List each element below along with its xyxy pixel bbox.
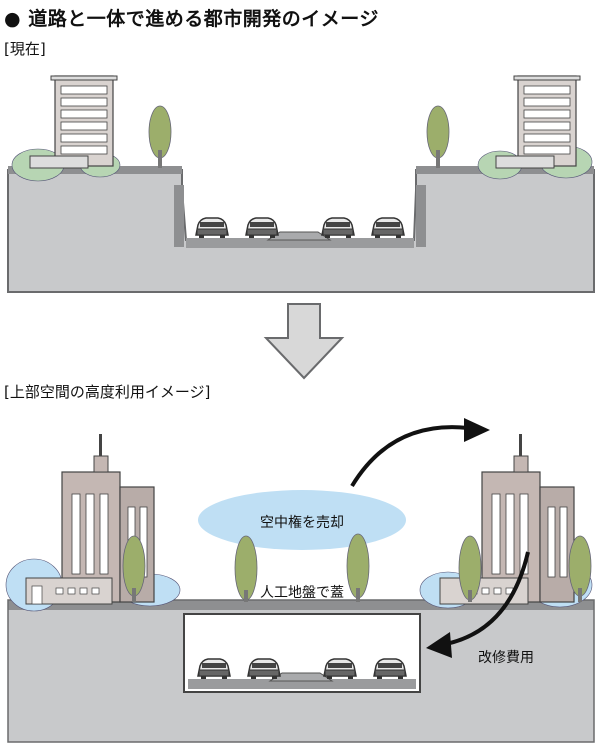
repair-cost-label: 改修費用 <box>478 650 534 666</box>
apartment-right <box>513 75 581 167</box>
future-section-label: [上部空間の高度利用イメージ] <box>4 383 211 401</box>
transition-arrow-icon <box>263 303 345 380</box>
deck-label: 人工地盤で蓋 <box>260 585 344 601</box>
future-scene: 空中権を売却 人工地盤で蓋 改修費用 <box>5 418 595 743</box>
diagram-title: ● 道路と一体で進める都市開発のイメージ <box>4 8 379 30</box>
apartment-left <box>50 75 118 167</box>
repair-cost-arrow-icon <box>445 551 530 646</box>
air-rights-cloud <box>198 490 406 550</box>
current-section-label: [現在] <box>4 40 46 58</box>
current-scene <box>7 75 595 293</box>
air-rights-label: 空中権を売却 <box>260 514 344 531</box>
air-rights-arrow-icon <box>350 425 469 488</box>
